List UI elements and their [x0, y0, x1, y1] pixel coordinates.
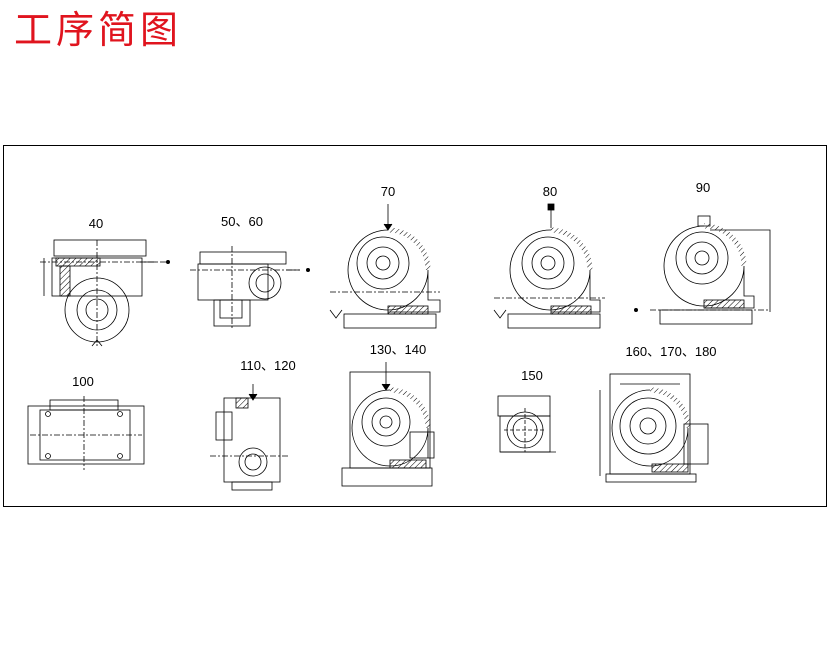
op-130-140-sketch [341, 362, 435, 487]
drawing-frame [3, 145, 827, 507]
op-label-50-60: 50、60 [221, 214, 263, 229]
op-70-sketch [329, 204, 441, 329]
op-label-80: 80 [543, 184, 557, 199]
op-label-40: 40 [89, 216, 103, 231]
op-40-sketch [40, 239, 170, 348]
op-label-130-140: 130、140 [370, 342, 426, 357]
op-110-120-sketch [210, 384, 288, 491]
op-160-170-180-sketch [599, 373, 709, 483]
op-100-sketch [27, 396, 145, 470]
op-80-sketch [493, 203, 605, 329]
op-150-sketch [497, 395, 556, 453]
op-label-100: 100 [72, 374, 94, 389]
page-title: 工序简图 [14, 8, 183, 52]
op-label-160-170-180: 160、170、180 [625, 344, 716, 359]
op-label-150: 150 [521, 368, 543, 383]
op-90-sketch [634, 215, 771, 325]
op-label-70: 70 [381, 184, 395, 199]
op-50-60-sketch [190, 246, 310, 330]
op-label-90: 90 [696, 180, 710, 195]
op-label-110-120: 110、120 [240, 358, 295, 373]
